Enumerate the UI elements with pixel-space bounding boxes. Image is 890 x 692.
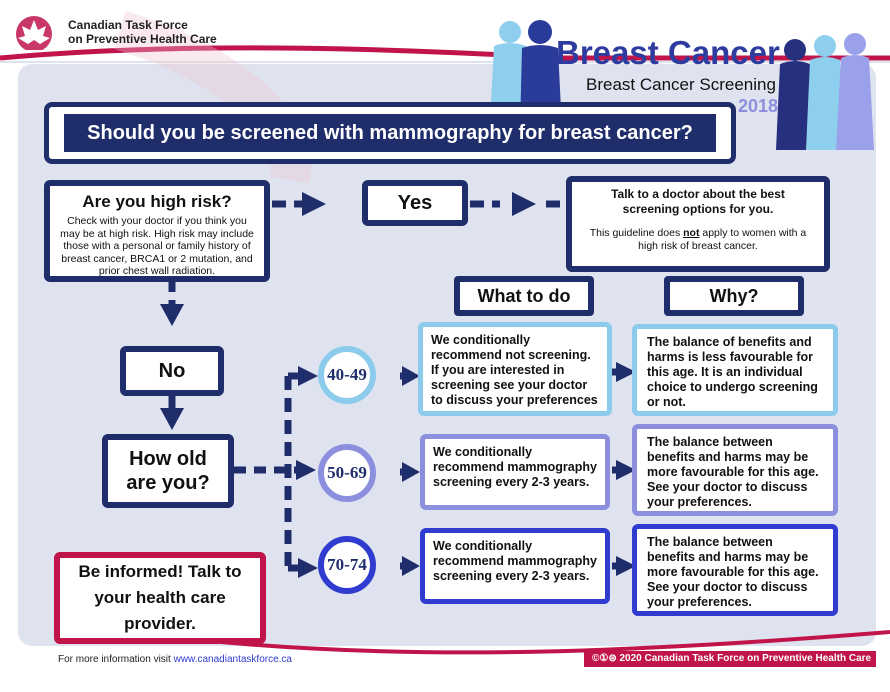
what-text-50-69: We conditionally recommend mammography s… (433, 445, 597, 489)
high-risk-description: Check with your doctor if you think you … (60, 215, 254, 277)
why-text-50-69: The balance between benefits and harms m… (647, 435, 819, 509)
copyright-text: ©①⊜ 2020 Canadian Task Force on Preventi… (592, 653, 871, 664)
header-title: Breast Cancer (556, 34, 780, 71)
yes-box: Yes (362, 180, 468, 226)
footer-info: For more information visit www.canadiant… (58, 654, 292, 665)
license-icons: ©①⊜ (592, 653, 617, 664)
maple-leaf-logo (16, 16, 52, 50)
header-year: 2018 (738, 96, 779, 116)
footer-website-link[interactable]: www.canadiantaskforce.ca (173, 654, 292, 665)
high-risk-advice-note: This guideline does not apply to women w… (582, 227, 814, 252)
note-suffix: apply to women with a high risk of breas… (638, 227, 807, 252)
org-name-line1: Canadian Task Force (68, 18, 188, 32)
what-box-50-69: We conditionally recommend mammography s… (420, 434, 610, 510)
age-badge-70-74: 70-74 (318, 536, 376, 594)
women-silhouettes (490, 20, 874, 150)
be-informed-box: Be informed! Talk to your health care pr… (54, 552, 266, 644)
high-risk-advice-box: Talk to a doctor about the best screenin… (566, 176, 830, 272)
why-box-50-69: The balance between benefits and harms m… (632, 424, 838, 516)
what-text-70-74: We conditionally recommend mammography s… (433, 539, 597, 583)
copyright-label: 2020 Canadian Task Force on Preventive H… (619, 653, 872, 664)
note-prefix: This guideline does (589, 227, 684, 239)
question-banner: Should you be screened with mammography … (64, 114, 716, 152)
org-name-line2: on Preventive Health Care (68, 32, 217, 46)
high-risk-heading: Are you high risk? (82, 192, 232, 211)
why-box-40-49: The balance of benefits and harms is les… (632, 324, 838, 416)
why-header: Why? (664, 276, 804, 316)
copyright-bar (584, 651, 876, 667)
note-emphasis: not (683, 227, 700, 239)
high-risk-box: Are you high risk? Check with your docto… (44, 180, 270, 282)
footer-info-prefix: For more information visit (58, 654, 174, 665)
high-risk-advice-main: Talk to a doctor about the best screenin… (611, 187, 785, 216)
age-badge-50-69: 50-69 (318, 444, 376, 502)
what-text-40-49: We conditionally recommend not screening… (431, 333, 598, 407)
why-text-70-74: The balance between benefits and harms m… (647, 535, 819, 609)
why-text-40-49: The balance of benefits and harms is les… (647, 335, 818, 409)
age-badge-40-49: 40-49 (318, 346, 376, 404)
what-to-do-header: What to do (454, 276, 594, 316)
age-question-box: How old are you? (102, 434, 234, 508)
why-box-70-74: The balance between benefits and harms m… (632, 524, 838, 616)
what-box-70-74: We conditionally recommend mammography s… (420, 528, 610, 604)
what-box-40-49: We conditionally recommend not screening… (418, 322, 612, 416)
header-subtitle: Breast Cancer Screening (586, 75, 776, 94)
no-box: No (120, 346, 224, 396)
